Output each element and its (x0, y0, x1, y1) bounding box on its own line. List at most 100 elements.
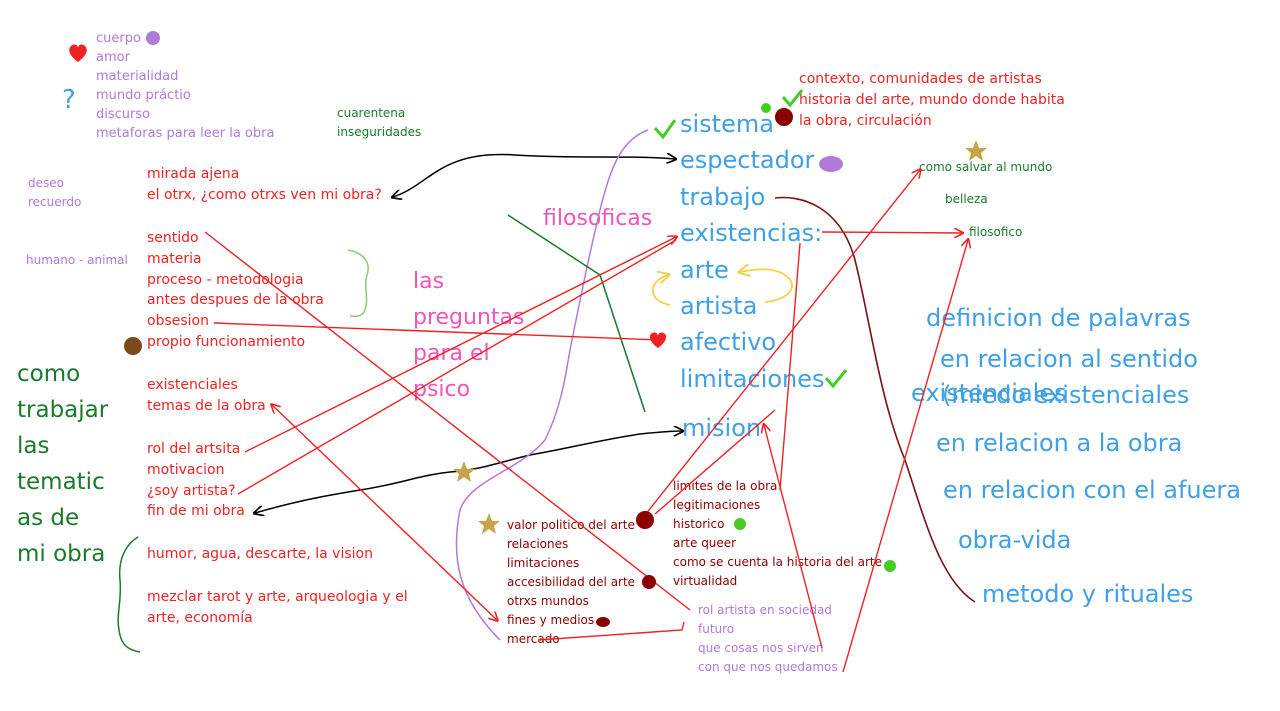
list-item: accesibilidad del arte (507, 575, 636, 589)
list-item: afectivo (680, 328, 777, 357)
list-item: limitaciones (680, 364, 825, 393)
list-item: relaciones (507, 537, 569, 551)
brace (117, 536, 141, 653)
como-trabajar-block: como trabajar las tematic as de mi obra (17, 356, 108, 572)
list-item: sentido (147, 230, 199, 246)
loop-arrow (652, 275, 670, 306)
heart-icon (69, 44, 87, 62)
list-item: discurso (96, 107, 151, 122)
list-item: la obra, circulación (799, 112, 932, 129)
list-item: arte (680, 255, 729, 284)
list-item: existenciales (147, 377, 238, 393)
list-item: existencias: (680, 219, 823, 248)
deseo-label: deseo (28, 176, 64, 190)
relacion-afuera-label: en relacion con el afuera (943, 476, 1241, 504)
list-item: limitaciones (507, 556, 580, 570)
list-item: propio funcionamiento (147, 333, 306, 350)
dot-icon (636, 511, 654, 529)
list-item: amor (96, 50, 130, 65)
rol-artista-list: rol artista en sociedad futuro que cosas… (698, 601, 838, 677)
valor-list: valor politico del arte relaciones limit… (507, 516, 635, 649)
list-item: trabajar (17, 397, 109, 423)
list-item: fines y medios (507, 613, 595, 627)
list-item: como se cuenta la historia del arte (673, 555, 882, 569)
humano-animal-label: humano - animal (26, 253, 128, 267)
dot-icon (124, 337, 142, 355)
list-item: temas de la obra (147, 397, 266, 414)
arrow-line (821, 232, 962, 233)
list-item: sistema (680, 110, 774, 138)
humor-text: humor, agua, descarte, la vision (147, 546, 373, 562)
list-item: fin de mi obra (147, 503, 245, 520)
list-item: proceso - metodologia (147, 271, 304, 288)
question-mark-icon: ? (62, 85, 76, 115)
relacion-sentido-label: en relacion al sentido (940, 345, 1198, 373)
list-item: limites de la obra (673, 479, 778, 493)
list-item: historico (673, 517, 725, 531)
mision-label: mision (682, 414, 762, 442)
list-item: inseguridades (337, 125, 422, 139)
las-preguntas-block: las preguntas para el psico (413, 264, 524, 408)
list-item: artista (680, 292, 758, 321)
center-list: sistema espectador trabajo existencias: … (680, 106, 825, 397)
existenciales-b-label: (miedo existenciales (942, 381, 1190, 409)
list-item: arte, economía (147, 609, 253, 626)
list-item: cuerpo (96, 31, 141, 46)
list-item: mirada ajena (147, 166, 240, 182)
relacion-obra-label: en relacion a la obra (936, 429, 1183, 457)
list-item: legitimaciones (673, 498, 761, 512)
star-icon (453, 461, 475, 482)
mirada-list: mirada ajena el otrx, ¿como otrxs ven mi… (147, 164, 382, 206)
connector-line (507, 214, 646, 413)
list-item: materia (147, 250, 202, 267)
filosoficas-label: filosoficas (543, 206, 653, 231)
list-item: valor politico del arte (507, 518, 635, 532)
list-item: rol del artsita (147, 441, 241, 457)
limites-list: limites de la obra legitimaciones histor… (673, 477, 882, 591)
heart-icon (649, 332, 667, 348)
contexto-list: contexto, comunidades de artistas histor… (799, 69, 1065, 131)
top-left-list: cuerpo amor materialidad mundo práctio d… (96, 29, 274, 143)
list-item: psico (413, 377, 471, 402)
rol-list: rol del artsita motivacion ¿soy artista?… (147, 439, 245, 522)
arrow-line (255, 431, 682, 513)
list-item: materialidad (96, 69, 179, 84)
obra-vida-label: obra-vida (958, 526, 1072, 554)
list-item: mi obra (17, 541, 106, 567)
list-item: ¿soy artista? (147, 482, 236, 499)
list-item: el otrx, ¿como otrxs ven mi obra? (147, 186, 382, 203)
list-item: mezclar tarot y arte, arqueologia y el (147, 589, 408, 605)
list-item: trabajo (680, 182, 766, 211)
metodo-label: metodo y rituales (982, 580, 1194, 608)
como-salvar-label: como salvar al mundo (919, 160, 1053, 174)
dot-icon (642, 575, 656, 589)
list-item: mercado (507, 632, 560, 646)
check-icon (653, 119, 677, 140)
belleza-label: belleza (945, 192, 988, 206)
arrow-line (393, 155, 675, 197)
filosofico-label: filosofico (969, 225, 1023, 239)
list-item: obsesion (147, 313, 209, 330)
list-item: historia del arte, mundo donde habita (799, 91, 1065, 108)
list-item: as de (17, 505, 80, 531)
list-item: metaforas para leer la obra (96, 126, 275, 141)
list-item: preguntas (413, 305, 525, 330)
star-icon (478, 513, 500, 534)
check-icon (824, 369, 848, 389)
list-item: rol artista en sociedad (698, 603, 832, 617)
list-item: cuarentena (337, 106, 406, 120)
recuerdo-label: recuerdo (28, 195, 82, 209)
dot-icon (884, 560, 896, 572)
list-item: tematic (17, 469, 105, 495)
list-item: contexto, comunidades de artistas (799, 71, 1042, 87)
brace (347, 249, 369, 318)
list-item: arte queer (673, 536, 737, 550)
list-item: las (413, 269, 445, 294)
existenciales-list: existenciales temas de la obra (147, 375, 266, 417)
list-item: como (17, 361, 81, 387)
list-item: virtualidad (673, 574, 738, 588)
list-item: con que nos quedamos (698, 660, 838, 674)
list-item: espectador (680, 146, 815, 175)
definicion-label: definicion de palavras (926, 304, 1191, 332)
sentido-list: sentido materia proceso - metodologia an… (147, 228, 324, 353)
